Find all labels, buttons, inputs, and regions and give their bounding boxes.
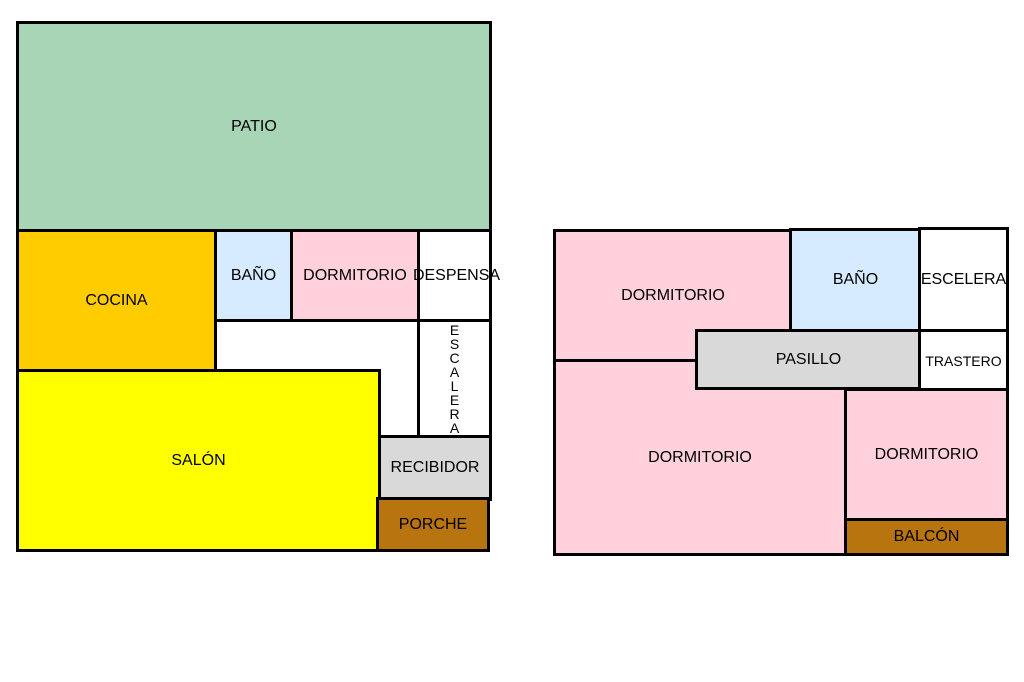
escalera-letter: R (449, 405, 460, 422)
room-cocina-label: COCINA (85, 291, 148, 309)
escalera-letter: A (449, 419, 460, 436)
room-bano-ground-label: BAÑO (230, 266, 277, 284)
room-trastero-label: TRASTERO (925, 352, 1002, 369)
room-escalera-ground: E S C A L E R A (417, 319, 492, 438)
room-patio-label: PATIO (231, 117, 277, 135)
room-balcon-label: BALCÓN (893, 528, 960, 545)
room-dormitorio-upper-2: DORMITORIO (553, 359, 847, 556)
escalera-letter: L (450, 377, 459, 394)
room-pasillo-label: PASILLO (775, 350, 842, 368)
room-dormitorio-upper-3-label: DORMITORIO (874, 446, 979, 463)
escalera-letter: A (449, 363, 460, 380)
room-dormitorio-upper-2-label: DORMITORIO (648, 448, 752, 466)
room-recibidor: RECIBIDOR (378, 435, 492, 501)
room-dormitorio-ground: DORMITORIO (290, 229, 420, 322)
room-despensa: DESPENSA (413, 229, 500, 322)
escalera-letter: C (449, 349, 460, 366)
room-pasillo: PASILLO (695, 329, 922, 390)
room-porche-label: PORCHE (398, 515, 468, 533)
room-recibidor-label: RECIBIDOR (390, 459, 480, 476)
room-balcon: BALCÓN (844, 518, 1009, 556)
room-bano-upper: BAÑO (789, 228, 922, 332)
room-porche: PORCHE (376, 497, 490, 552)
room-bano-ground: BAÑO (214, 229, 293, 322)
room-patio: PATIO (16, 21, 492, 232)
escalera-letter: S (449, 335, 460, 352)
room-cocina: COCINA (16, 229, 217, 372)
room-trastero: TRASTERO (918, 329, 1009, 392)
room-dormitorio-ground-label: DORMITORIO (303, 266, 407, 284)
room-salon-label: SALÓN (171, 451, 226, 469)
room-escalera-upper: ESCELERA (918, 227, 1009, 333)
escalera-letter: E (449, 391, 460, 408)
room-bano-upper-label: BAÑO (832, 271, 879, 288)
room-dormitorio-upper-1-label: DORMITORIO (621, 287, 725, 304)
escalera-letter: E (449, 321, 460, 338)
room-dormitorio-upper-3: DORMITORIO (844, 388, 1009, 522)
room-despensa-label: DESPENSA (412, 266, 501, 284)
room-escalera-upper-label: ESCELERA (920, 271, 1007, 288)
room-salon: SALÓN (16, 369, 381, 552)
